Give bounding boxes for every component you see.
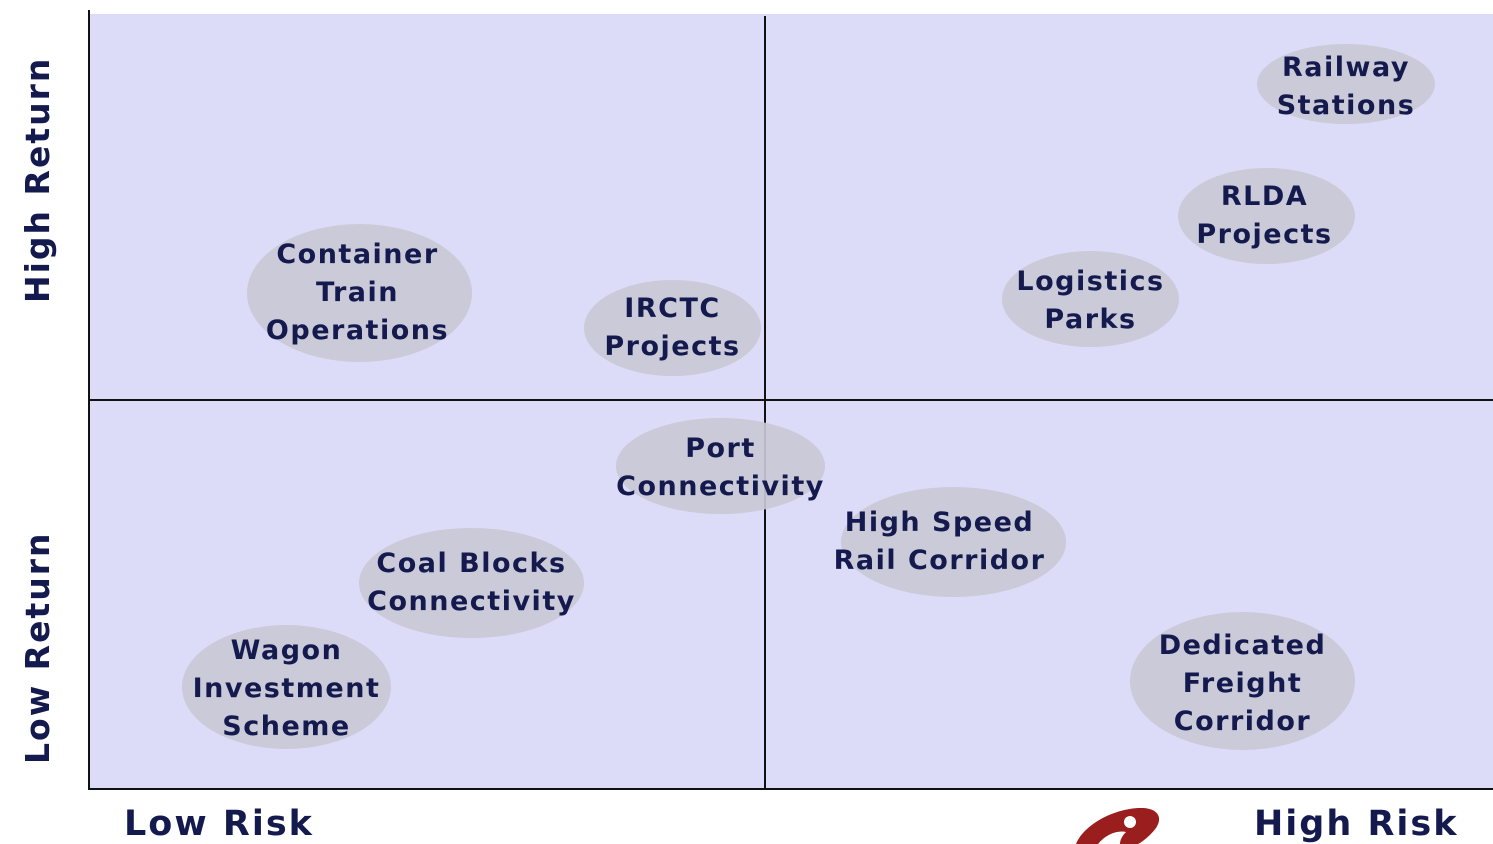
bubble-label: RLDA Projects <box>1196 181 1333 250</box>
bubble-wagon-investment-scheme: Wagon Investment Scheme <box>182 625 391 749</box>
horizontal-divider <box>88 399 1493 401</box>
y-axis-label-high: High Return <box>18 56 57 303</box>
bubble-container-train-operations: Container Train Operations <box>247 224 472 362</box>
bubble-label: IRCTC Projects <box>604 293 741 362</box>
bubble-dedicated-freight-corridor: Dedicated Freight Corridor <box>1130 612 1355 750</box>
bubble-label: Wagon Investment Scheme <box>192 635 381 742</box>
bubble-label: Logistics Parks <box>1016 266 1165 335</box>
bubble-irctc-projects: IRCTC Projects <box>584 280 761 376</box>
bubble-port-connectivity: Port Connectivity <box>616 418 825 514</box>
y-axis-label-low: Low Return <box>18 531 57 764</box>
bubble-label: High Speed Rail Corridor <box>833 507 1046 576</box>
bubble-high-speed-rail-corridor: High Speed Rail Corridor <box>834 487 1066 597</box>
x-axis-line <box>88 788 1493 790</box>
bubble-logistics-parks: Logistics Parks <box>1002 251 1179 347</box>
bubble-label: Dedicated Freight Corridor <box>1158 630 1327 737</box>
vertical-divider <box>764 16 766 789</box>
bubble-label: Railway Stations <box>1276 52 1416 121</box>
x-axis-label-high: High Risk <box>1254 804 1459 844</box>
bubble-coal-blocks-connectivity: Coal Blocks Connectivity <box>359 528 584 638</box>
bubble-label: Port Connectivity <box>616 433 825 502</box>
railway-logo-icon <box>1076 808 1160 844</box>
bubble-rlda-projects: RLDA Projects <box>1178 168 1355 264</box>
bubble-label: Coal Blocks Connectivity <box>367 548 576 617</box>
bubble-label: Container Train Operations <box>265 239 450 346</box>
x-axis-label-low: Low Risk <box>124 804 314 844</box>
bubble-railway-stations: Railway Stations <box>1257 44 1435 124</box>
